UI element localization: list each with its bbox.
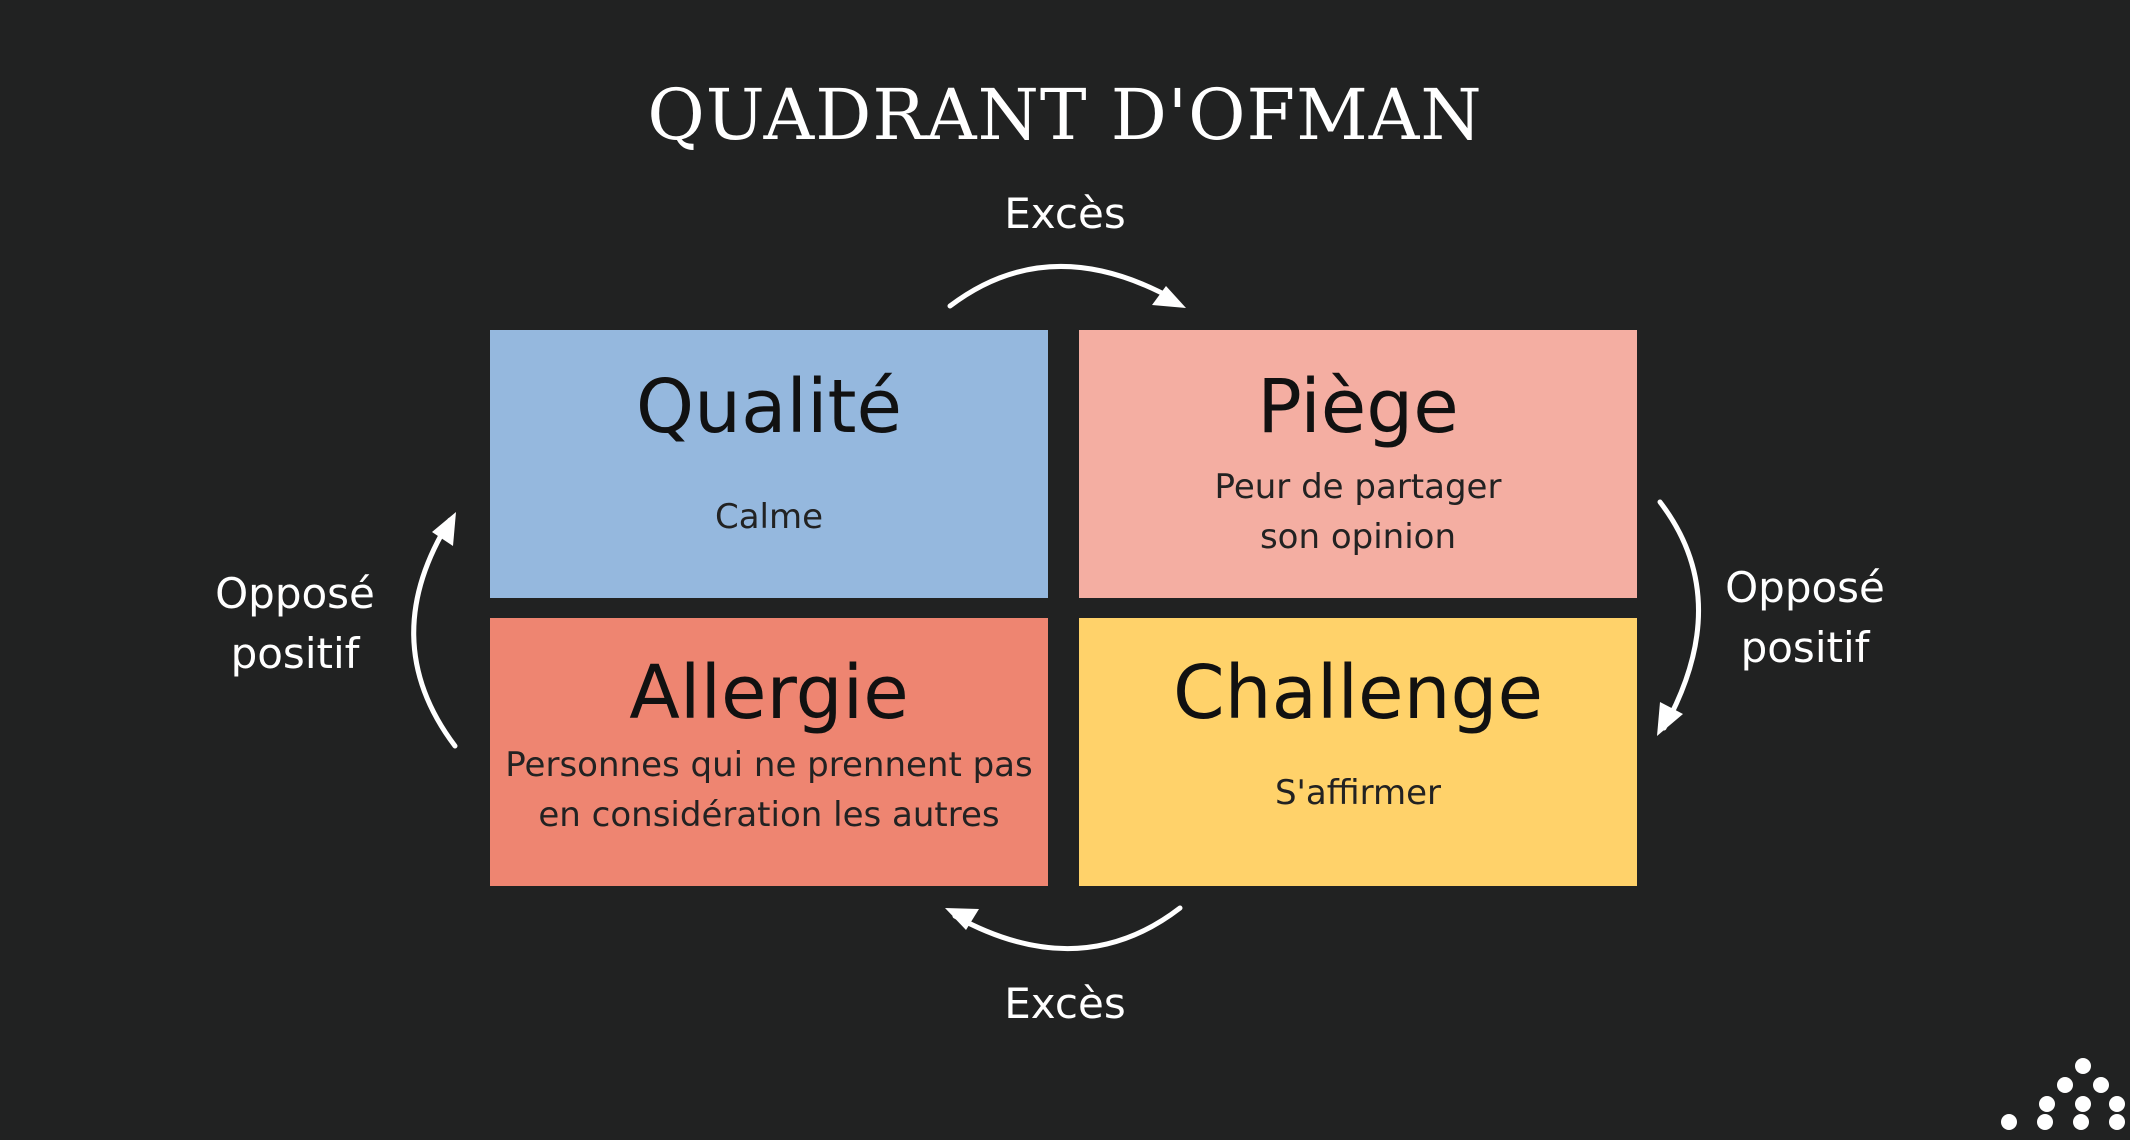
top-arrowhead-icon [1152,286,1186,308]
top-curved-arrow-icon [947,264,1178,309]
dots-logo-icon [2001,1058,2125,1130]
quadrant-allergy-title: Allergie [629,650,909,736]
quadrant-challenge: Challenge S'affirmer [1079,618,1637,886]
left-positive-opposite-label: Opposé positif [215,569,375,678]
right-positive-opposite-label: Opposé positif [1725,563,1885,672]
quadrant-challenge-description: S'affirmer [1274,773,1442,813]
quadrant-trap: Piège Peur de partager son opinion [1079,330,1637,598]
quadrant-allergy-description: Personnes qui ne prennent pas en considé… [505,745,1033,835]
diagram-title: QUADRANT D'OFMAN [647,74,1483,156]
quadrant-quality: Qualité Calme [490,330,1048,598]
quadrant-allergy: Allergie Personnes qui ne prennent pas e… [490,618,1048,886]
bottom-curved-arrow-icon [952,905,1183,951]
quadrant-challenge-title: Challenge [1173,650,1543,736]
quadrant-trap-description: Peur de partager son opinion [1214,467,1502,557]
quadrant-trap-title: Piège [1257,364,1459,450]
quadrant-quality-description: Calme [714,497,824,537]
bottom-excess-label: Excès [1004,979,1126,1028]
right-curved-arrow-icon [1657,499,1701,731]
left-arrowhead-icon [432,512,456,546]
right-arrowhead-icon [1657,702,1683,736]
left-curved-arrow-icon [411,517,458,749]
top-excess-label: Excès [1004,189,1126,238]
quadrant-quality-title: Qualité [635,364,903,450]
bottom-arrowhead-icon [945,908,979,930]
